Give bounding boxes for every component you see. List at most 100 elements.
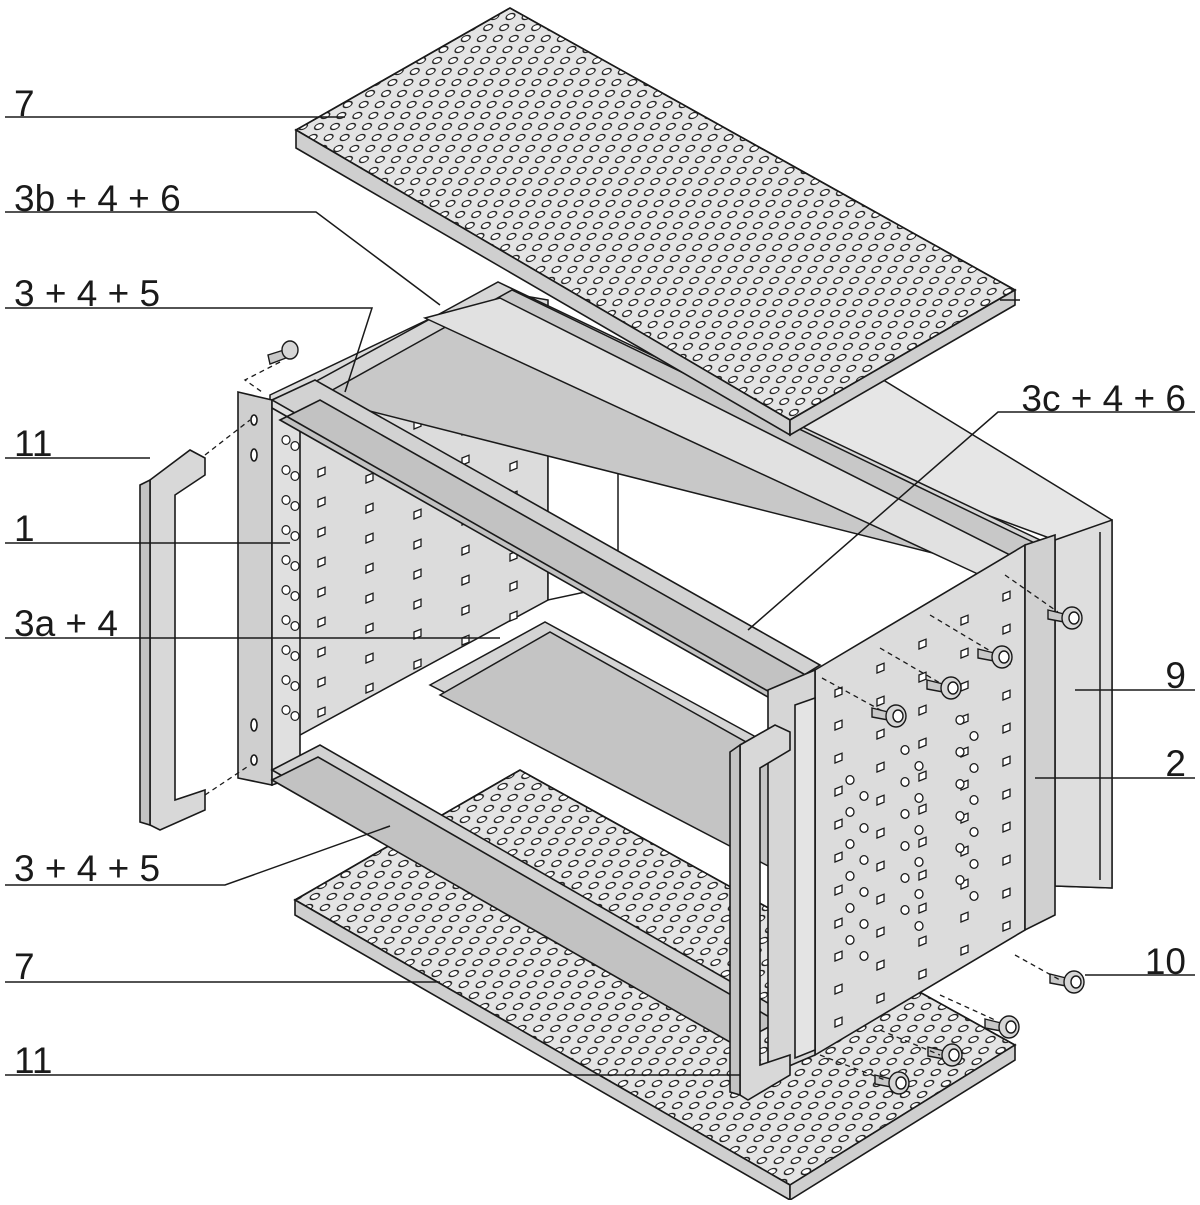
label-rail-mid: 3a + 4: [14, 603, 118, 644]
panel-hole: [969, 890, 979, 902]
panel-hole: [290, 650, 300, 661]
panel-slot: [834, 950, 843, 962]
panel-hole: [900, 840, 910, 852]
panel-hole: [290, 530, 300, 541]
panel-slot: [509, 610, 518, 622]
panel-slot: [413, 628, 422, 640]
panel-hole: [900, 872, 910, 884]
panel-slot: [876, 761, 885, 773]
panel-hole: [859, 822, 869, 834]
panel-hole: [281, 674, 291, 685]
panel-hole: [969, 762, 979, 774]
panel-slot: [461, 604, 470, 616]
panel-slot: [1002, 623, 1011, 635]
label-rail-bottom-front: 3 + 4 + 5: [14, 848, 161, 889]
panel-slot: [1002, 887, 1011, 899]
panel-hole: [845, 838, 855, 850]
panel-hole: [914, 920, 924, 932]
panel-hole: [859, 918, 869, 930]
panel-hole: [914, 824, 924, 836]
panel-slot: [317, 646, 326, 658]
panel-hole: [290, 560, 300, 571]
panel-slot: [834, 785, 843, 797]
panel-slot: [509, 580, 518, 592]
screw-icon: [977, 645, 1013, 669]
panel-slot: [1002, 689, 1011, 701]
panel-hole: [914, 760, 924, 772]
rail-top-rear: [297, 281, 1047, 576]
panel-slot: [1002, 722, 1011, 734]
panel-slot: [876, 959, 885, 971]
panel-slot: [1002, 788, 1011, 800]
panel-hole: [859, 886, 869, 898]
panel-hole: [281, 584, 291, 595]
panel-hole: [281, 524, 291, 535]
panel-hole: [290, 441, 300, 452]
panel-hole: [290, 471, 300, 482]
panel-hole: [955, 746, 965, 758]
panel-hole: [845, 934, 855, 946]
panel-slot: [413, 568, 422, 580]
panel-slot: [317, 706, 326, 718]
panel-slot: [317, 526, 326, 538]
label-rail-top-front: 3 + 4 + 5: [14, 273, 161, 314]
panel-slot: [918, 704, 927, 716]
panel-hole: [969, 826, 979, 838]
panel-hole: [290, 590, 300, 601]
panel-slot: [960, 944, 969, 956]
panel-slot: [413, 538, 422, 550]
panel-slot: [918, 935, 927, 947]
panel-slot: [960, 647, 969, 659]
panel-hole: [900, 808, 910, 820]
screw-icon: [874, 1071, 910, 1095]
panel-slot: [413, 658, 422, 670]
panel-slot: [461, 544, 470, 556]
panel-slot: [834, 884, 843, 896]
panel-hole: [290, 620, 300, 631]
panel-slot: [834, 752, 843, 764]
panel-slot: [876, 794, 885, 806]
panel-slot: [317, 556, 326, 568]
panel-slot: [918, 638, 927, 650]
panel-slot: [365, 562, 374, 574]
panel-hole: [955, 842, 965, 854]
panel-slot: [317, 616, 326, 628]
panel-hole: [281, 465, 291, 476]
panel-slot: [876, 827, 885, 839]
rail-top-front: [270, 379, 822, 706]
panel-slot: [1002, 821, 1011, 833]
panel-hole: [845, 870, 855, 882]
panel-slot: [834, 1016, 843, 1028]
panel-hole: [281, 644, 291, 655]
panel-hole: [969, 730, 979, 742]
panel-slot: [509, 460, 518, 472]
panel-slot: [1002, 854, 1011, 866]
panel-hole: [845, 902, 855, 914]
label-rail-right: 3c + 4 + 6: [1021, 378, 1186, 419]
panel-hole: [845, 806, 855, 818]
panel-hole: [845, 774, 855, 786]
panel-slot: [960, 614, 969, 626]
label-handle-left: 11: [14, 423, 53, 464]
panel-slot: [413, 598, 422, 610]
panel-slot: [876, 860, 885, 872]
panel-slot: [365, 532, 374, 544]
label-handle-bottom: 11: [14, 1040, 53, 1081]
panel-slot: [461, 574, 470, 586]
panel-hole: [914, 792, 924, 804]
label-rail-top-rear: 3b + 4 + 6: [14, 178, 181, 219]
panel-hole: [900, 744, 910, 756]
panel-slot: [834, 818, 843, 830]
panel-slot: [365, 502, 374, 514]
panel-slot: [834, 917, 843, 929]
panel-hole: [955, 778, 965, 790]
panel-slot: [876, 662, 885, 674]
panel-slot: [834, 983, 843, 995]
panel-slot: [918, 869, 927, 881]
panel-slot: [918, 836, 927, 848]
panel-hole: [969, 858, 979, 870]
top-cover: [294, 7, 1020, 437]
panel-slot: [1002, 755, 1011, 767]
